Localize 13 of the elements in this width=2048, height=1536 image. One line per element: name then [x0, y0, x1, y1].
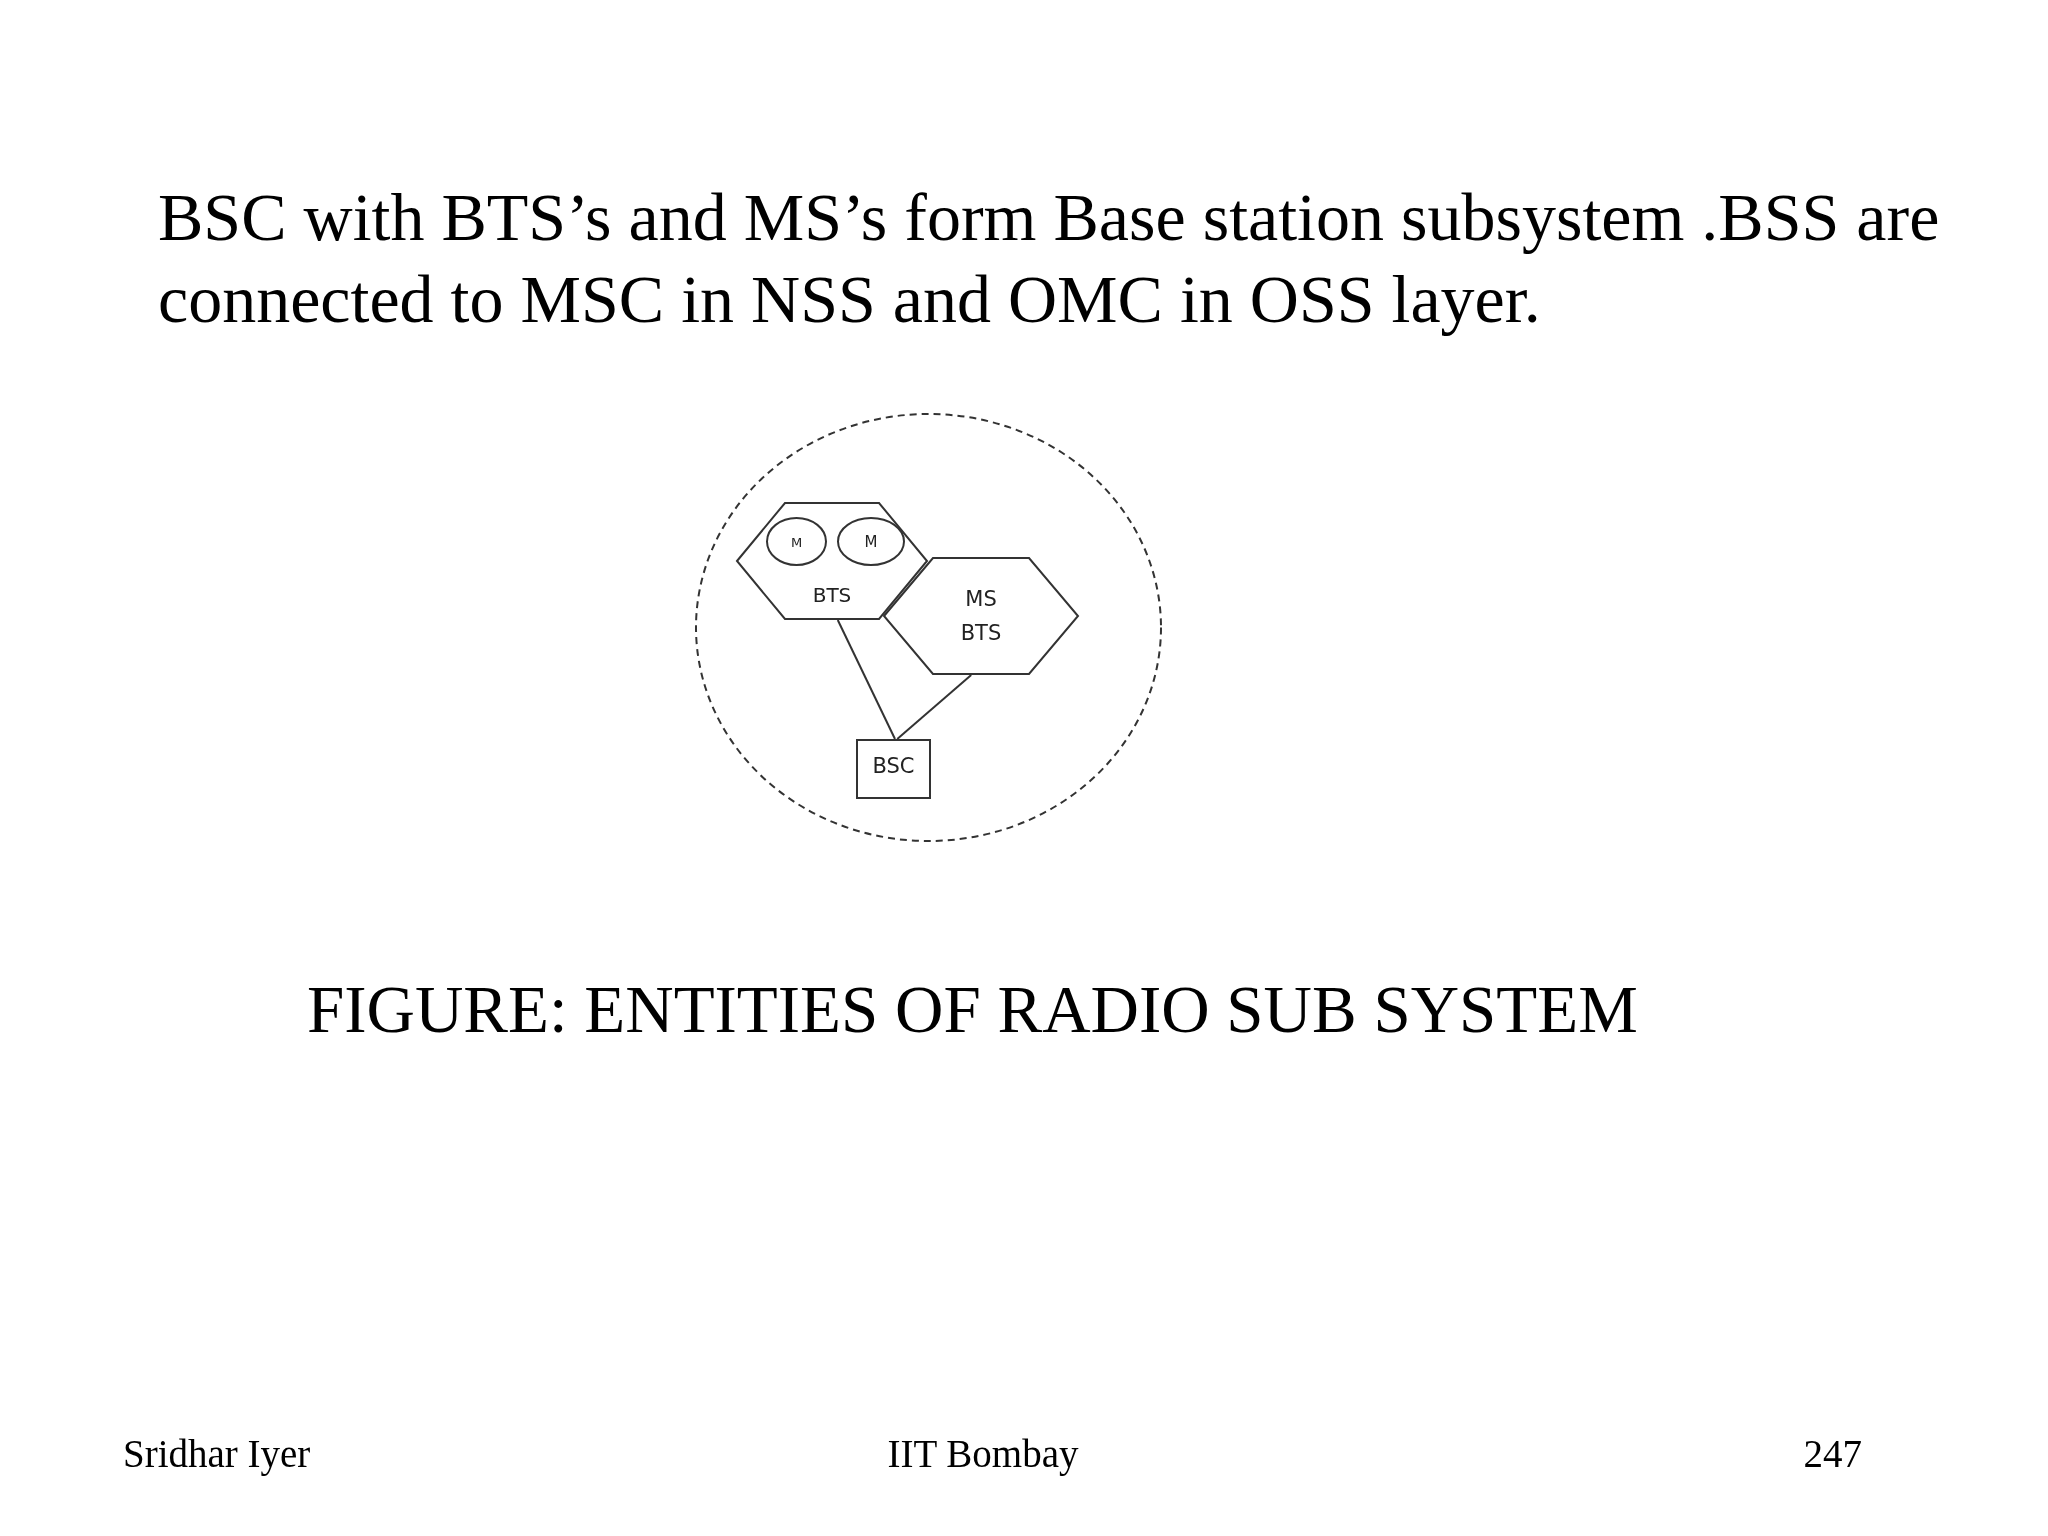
node-label: BTS	[960, 620, 1002, 645]
connector-line	[836, 619, 896, 740]
node-label: MS	[965, 587, 997, 612]
heading-text: BSC with BTS’s and MS’s form Base station subsystem .BSS are connected to MSC in NSS and OMC in OSS layer.	[158, 178, 1941, 339]
node-label: BSC	[872, 754, 915, 778]
connector-line	[896, 674, 973, 740]
footer-author: Sridhar Iyer	[123, 1432, 311, 1476]
figure-caption: FIGURE: ENTITIES OF RADIO SUB SYSTEM	[307, 973, 1638, 1045]
node-label: M	[864, 532, 878, 551]
page-number: 247	[1803, 1432, 1862, 1476]
footer-institution: IIT Bombay	[887, 1432, 1079, 1476]
node-label: BTS	[812, 583, 852, 608]
node-label: M	[790, 534, 803, 549]
